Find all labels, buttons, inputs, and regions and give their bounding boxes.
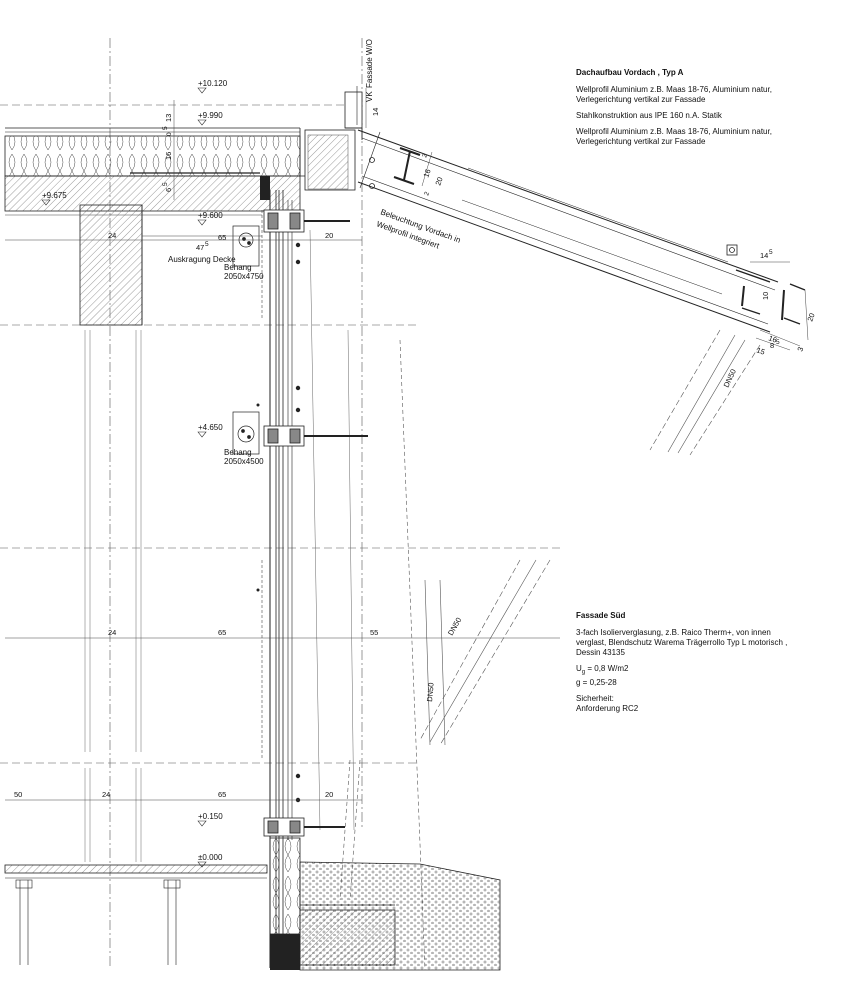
dim-16-beam: 16 — [421, 168, 432, 179]
roof-notes-paragraph-3: Wellprofil Aluminium z.B. Maas 18-76, Al… — [576, 127, 772, 146]
dn50-label-a: DN50 — [722, 368, 738, 389]
dim-65-top: 65 — [218, 233, 226, 242]
dim-65-bot: 65 — [218, 790, 226, 799]
dim-14-end: 14 — [760, 251, 768, 260]
dim-24-bot: 24 — [102, 790, 110, 799]
dim-0-sup: 5 — [162, 126, 169, 130]
dim-16-end: 16 — [767, 333, 778, 344]
ground-floor — [4, 837, 501, 971]
behang-mid-size: 2050x4500 — [224, 457, 264, 466]
dim-3: 3 — [795, 346, 805, 353]
dim-13: 13 — [164, 114, 173, 122]
behang-top-label: Behang — [224, 263, 252, 272]
level-9600: +9.600 — [198, 211, 223, 220]
level-0150: +0.150 — [198, 812, 223, 821]
behang-top-size: 2050x4750 — [224, 272, 264, 281]
auskragung-label: Auskragung Decke — [168, 255, 236, 264]
dimension-lines — [5, 88, 809, 801]
dn50-label-c: DN50 — [425, 682, 436, 702]
dim-47-sup: 5 — [205, 241, 209, 248]
dim-0: 0 — [166, 132, 173, 136]
dim-24-top: 24 — [108, 231, 116, 240]
dim-10: 10 — [761, 292, 770, 300]
dim-6: 6 — [164, 188, 173, 192]
profile-nodes — [263, 209, 368, 837]
roof-notes: Dachaufbau Vordach , Typ A Wellprofil Al… — [576, 68, 846, 153]
vk-label: VK — [365, 91, 374, 102]
dim-2-a: 2 — [421, 153, 429, 159]
axis-lines — [0, 38, 560, 968]
roof-notes-paragraph-1: Wellprofil Aluminium z.B. Maas 18-76, Al… — [576, 85, 772, 104]
ug-value-line: Ug = 0,8 W/m2 — [576, 664, 629, 676]
level-10120: +10.120 — [198, 79, 228, 88]
dim-15: 15 — [755, 345, 766, 356]
facade-notes-title: Fassade Süd — [576, 611, 626, 620]
dim-20-beam: 20 — [433, 176, 444, 187]
dim-24-mid: 24 — [108, 628, 116, 637]
security-notes: Sicherheit: Anforderung RC2 — [576, 693, 639, 713]
roof-slab — [4, 127, 305, 212]
blind-brackets — [232, 225, 260, 455]
level-4650: +4.650 — [198, 423, 223, 432]
dim-50: 50 — [14, 790, 22, 799]
facade-notes-values: Ug = 0,8 W/m2 g = 0,25-28 — [576, 664, 846, 688]
dim-55: 55 — [370, 628, 378, 637]
behang-mid-label: Behang — [224, 448, 252, 457]
dim-20-end: 20 — [805, 312, 816, 323]
dim-14-vk: 14 — [371, 108, 380, 116]
roof-notes-paragraph-2: Stahlkonstruktion aus IPE 160 n.A. Stati… — [576, 111, 722, 120]
level-markers — [41, 87, 207, 868]
column — [79, 204, 143, 326]
dim-20-bot: 20 — [325, 790, 333, 799]
dim-8: 8 — [770, 341, 774, 350]
dim-65-mid: 65 — [218, 628, 226, 637]
dim-20-top: 20 — [325, 231, 333, 240]
screws — [256, 242, 301, 803]
dim-14-end-sup: 5 — [769, 249, 773, 256]
facade-notes-paragraph-1: 3-fach Isolierverglasung, z.B. Raico The… — [576, 628, 788, 657]
level-0000: ±0.000 — [198, 853, 223, 862]
dim-2-b: 2 — [423, 191, 431, 197]
fassade-wo-label: Fassade W/O — [365, 39, 374, 88]
roof-notes-title: Dachaufbau Vordach , Typ A — [576, 68, 684, 77]
dim-16-slab: 16 — [164, 152, 173, 160]
dim-6-sup: 5 — [162, 182, 169, 186]
dim-47: 47 — [196, 243, 204, 252]
level-9675: +9.675 — [42, 191, 67, 200]
level-9990: +9.990 — [198, 111, 223, 120]
dim-8-sup: 5 — [776, 339, 780, 346]
wall-lines — [84, 229, 355, 862]
canopy-steel — [304, 86, 806, 333]
dn50-label-b: DN50 — [446, 616, 463, 637]
facade-notes: Fassade Süd 3-fach Isolierverglasung, z.… — [576, 611, 846, 720]
g-value-line: g = 0,25-28 — [576, 677, 617, 687]
